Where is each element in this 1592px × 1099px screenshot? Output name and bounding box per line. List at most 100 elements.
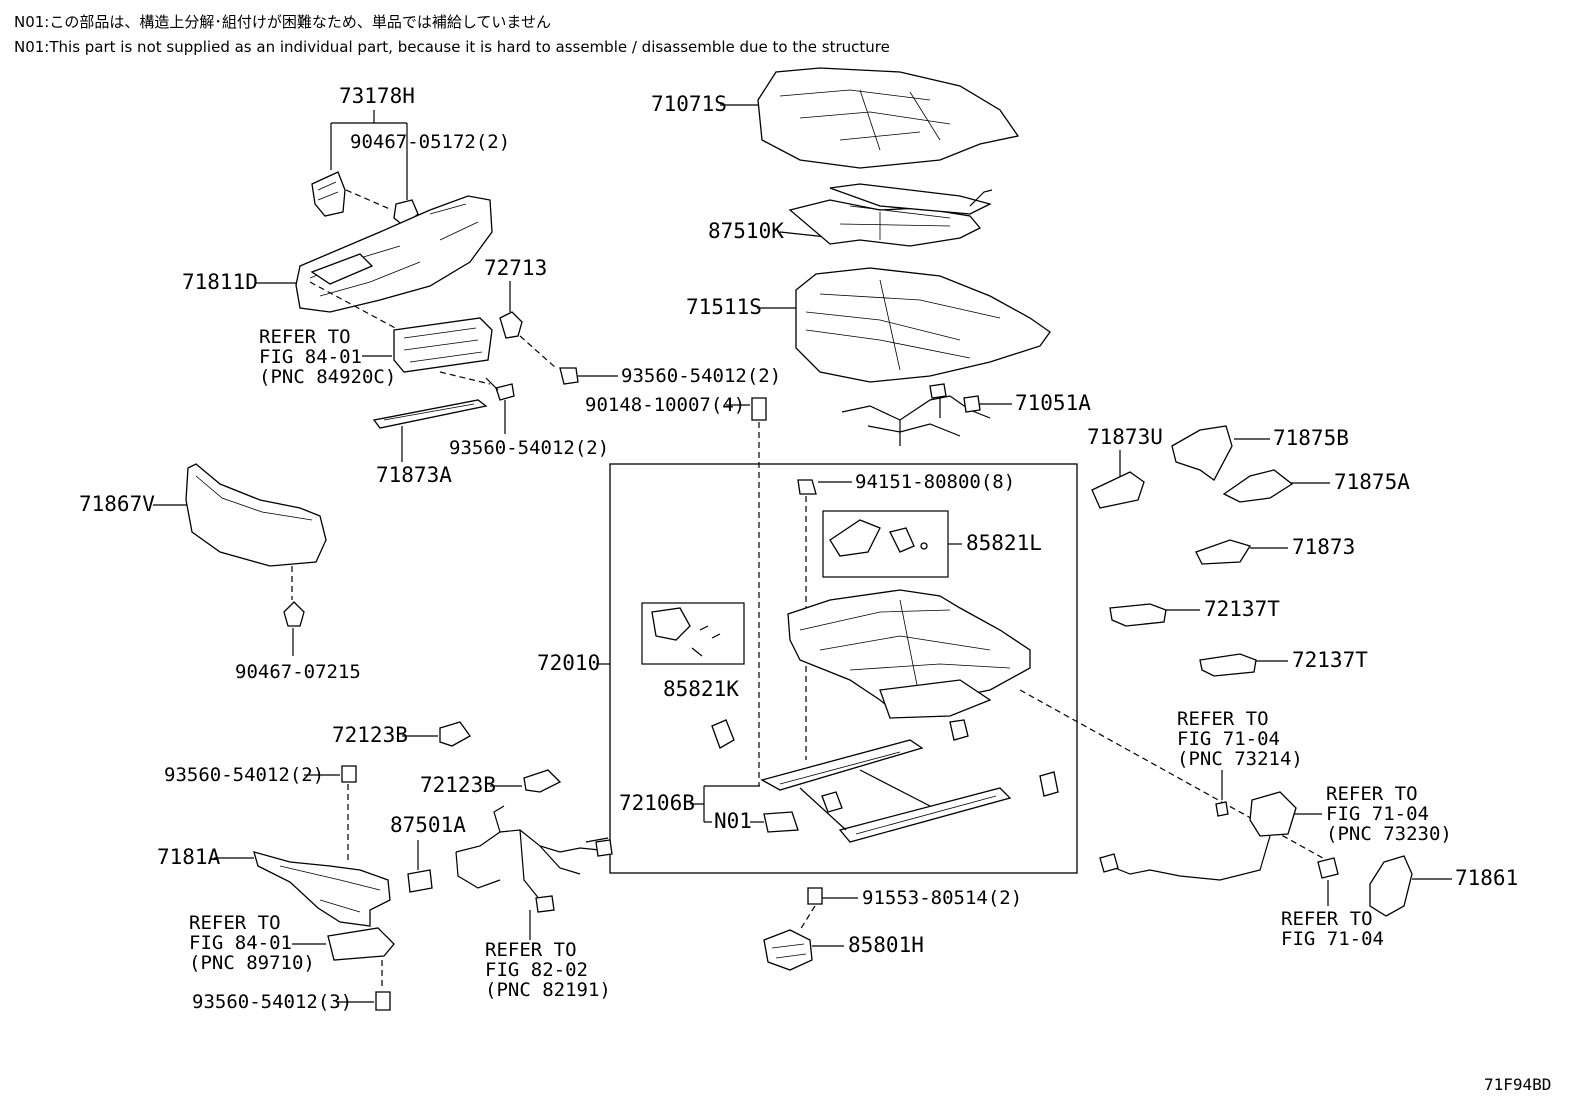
- ref3-line2: FIG 82-02: [485, 959, 588, 981]
- label-71811D: 71811D: [182, 270, 258, 294]
- motor-85821K-part: [651, 607, 721, 657]
- callout-85801H[interactable]: 85801H: [812, 933, 924, 957]
- callout-71873[interactable]: 71873: [1250, 535, 1355, 559]
- seat-track-part: [760, 739, 1012, 843]
- note-english: N01:This part is not supplied as an indi…: [14, 38, 890, 56]
- ref4-line3: (PNC 73214): [1177, 748, 1303, 770]
- reference-73214[interactable]: REFER TO FIG 71-04 (PNC 73214): [1177, 708, 1303, 817]
- label-72137T-b: 72137T: [1292, 648, 1368, 672]
- screw-c-part: [341, 765, 357, 860]
- label-71875B: 71875B: [1273, 426, 1349, 450]
- callout-72010[interactable]: 72010: [537, 651, 610, 675]
- screw-d-part: [375, 991, 391, 1011]
- bolt-91553-part: [799, 887, 823, 931]
- callout-90148-10007[interactable]: 90148-10007(4): [585, 394, 750, 416]
- callout-72137T-a[interactable]: 72137T: [1166, 597, 1280, 621]
- trim-strip-part: [372, 399, 488, 429]
- ref5-line2: FIG 71-04: [1326, 803, 1429, 825]
- reference-73230[interactable]: REFER TO FIG 71-04 (PNC 73230): [1294, 783, 1452, 845]
- label-93560-54012-d: 93560-54012(3): [192, 991, 352, 1013]
- label-72106B: 72106B: [619, 791, 695, 815]
- ref6-line1: REFER TO: [1281, 908, 1373, 930]
- ref1-line3: (PNC 84920C): [259, 366, 396, 388]
- side-cover-part: [185, 463, 327, 600]
- callout-71071S[interactable]: 71071S: [651, 92, 758, 116]
- seat-frame-assembly-box: [609, 463, 1078, 874]
- label-71511S: 71511S: [686, 295, 762, 319]
- callout-85821K[interactable]: 85821K: [663, 677, 739, 701]
- reference-89710[interactable]: REFER TO FIG 84-01 (PNC 89710): [189, 912, 326, 974]
- callout-93560-54012-d[interactable]: 93560-54012(3): [192, 991, 374, 1013]
- callout-93560-54012-b[interactable]: 93560-54012(2): [449, 400, 609, 459]
- callout-93560-54012-a[interactable]: 93560-54012(2): [519, 335, 781, 387]
- callout-93560-54012-c[interactable]: 93560-54012(2): [164, 764, 340, 786]
- callout-87501A[interactable]: 87501A: [390, 813, 466, 870]
- bracket-71873-part: [1195, 539, 1252, 565]
- bracket-71875B-part: [1171, 425, 1233, 481]
- callout-90467-07215[interactable]: 90467-07215: [235, 628, 361, 683]
- callout-85821L[interactable]: 85821L: [948, 531, 1042, 555]
- label-94151-80800: 94151-80800(8): [855, 471, 1015, 493]
- reference-71-04[interactable]: REFER TO FIG 71-04: [1281, 880, 1384, 950]
- motor-85821L-part: [829, 519, 928, 557]
- callout-71511S[interactable]: 71511S: [686, 295, 796, 319]
- callout-94151-80800[interactable]: 94151-80800(8): [818, 471, 1015, 493]
- label-85801H: 85801H: [848, 933, 924, 957]
- label-72123B-b: 72123B: [420, 773, 496, 797]
- callout-71811D[interactable]: 71811D: [182, 270, 300, 294]
- callout-87510K[interactable]: 87510K: [708, 219, 837, 243]
- label-90467-07215: 90467-07215: [235, 661, 361, 683]
- callout-71873U[interactable]: 71873U: [1087, 425, 1163, 482]
- label-73178H: 73178H: [339, 84, 415, 108]
- callout-72106B[interactable]: 72106B: [619, 785, 760, 823]
- callout-91553-80514[interactable]: 91553-80514(2): [822, 887, 1022, 909]
- label-85821K: 85821K: [663, 677, 739, 701]
- track-motor-part: [763, 811, 799, 833]
- label-72010: 72010: [537, 651, 600, 675]
- motor-85801H-part: [763, 929, 813, 971]
- anchor-nut-part: [1317, 857, 1339, 879]
- seat-cushion-cover-part: [757, 67, 1020, 169]
- label-91553-80514: 91553-80514(2): [862, 887, 1022, 909]
- label-93560-54012-b: 93560-54012(2): [449, 437, 609, 459]
- reference-82191[interactable]: REFER TO FIG 82-02 (PNC 82191): [485, 910, 611, 1001]
- callout-71867V[interactable]: 71867V: [79, 492, 188, 516]
- screw-part-a: [485, 377, 515, 401]
- callout-71051A[interactable]: 71051A: [978, 391, 1091, 415]
- callout-72123B-b[interactable]: 72123B: [420, 773, 522, 797]
- label-93560-54012-c: 93560-54012(2): [164, 764, 324, 786]
- cover-71861-part: [1369, 855, 1413, 917]
- relay-87501A-part: [407, 869, 433, 893]
- reference-84920C[interactable]: REFER TO FIG 84-01 (PNC 84920C): [259, 326, 396, 388]
- bracket-small-part: [711, 719, 1059, 813]
- bracket-7181A-part: [253, 851, 391, 927]
- motor-85821K-box: [641, 602, 745, 665]
- clip-72713-part: [499, 311, 523, 339]
- seat-frame-part: [787, 589, 1031, 719]
- ref1-line2: FIG 84-01: [259, 346, 362, 368]
- label-85821L: 85821L: [966, 531, 1042, 555]
- label-71861: 71861: [1455, 866, 1518, 890]
- ref5-line3: (PNC 73230): [1326, 823, 1452, 845]
- ref5-line1: REFER TO: [1326, 783, 1418, 805]
- callout-72123B-a[interactable]: 72123B: [332, 723, 438, 747]
- callout-N01[interactable]: N01: [714, 809, 764, 833]
- ref2-line3: (PNC 89710): [189, 952, 315, 974]
- rail-cover-b-part: [1199, 653, 1257, 677]
- callout-71861[interactable]: 71861: [1412, 866, 1518, 890]
- label-71867V: 71867V: [79, 492, 155, 516]
- label-72123B-a: 72123B: [332, 723, 408, 747]
- clip-90467-07215-part: [283, 601, 305, 627]
- seat-wiring-part: [841, 383, 991, 446]
- callout-71875A[interactable]: 71875A: [1290, 470, 1410, 494]
- callout-71873A[interactable]: 71873A: [376, 426, 452, 487]
- callout-7181A[interactable]: 7181A: [157, 845, 254, 869]
- callout-71875B[interactable]: 71875B: [1234, 426, 1349, 450]
- callout-73178H[interactable]: 73178H: [330, 84, 415, 200]
- callout-90467-05172[interactable]: 90467-05172(2): [350, 131, 510, 153]
- note-japanese: N01:この部品は、構造上分解･組付けが困難なため、単品では補給していません: [14, 13, 551, 31]
- seat-side-cover-knob-part: [311, 171, 419, 227]
- callout-72713[interactable]: 72713: [484, 256, 547, 312]
- callout-72137T-b[interactable]: 72137T: [1254, 648, 1368, 672]
- label-90148-10007: 90148-10007(4): [585, 394, 745, 416]
